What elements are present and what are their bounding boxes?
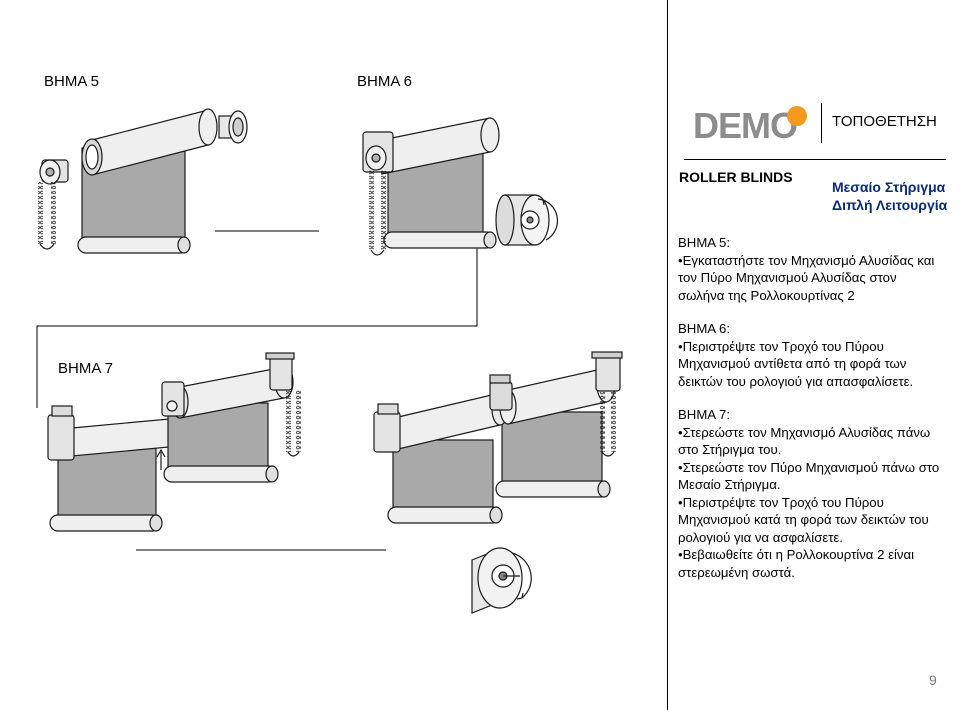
step6-label: ΒΗΜΑ 6: [357, 73, 413, 90]
step5-label: ΒΗΜΑ 5: [44, 73, 100, 90]
subtitle-line1: Μεσαίο Στήριγμα: [832, 179, 946, 195]
step7-instructions: ΒΗΜΑ 7: •Στερεώστε τον Μηχανισμό Αλυσίδα…: [678, 406, 953, 581]
step5-heading: ΒΗΜΑ 5:: [678, 235, 731, 250]
step7-left-illustration: [47, 352, 301, 532]
step7-right-illustration: [373, 351, 623, 524]
step7-heading: ΒΗΜΑ 7:: [678, 407, 731, 422]
step7-line: στο Στήριγμα του.: [678, 442, 782, 457]
frame-lines: [36, 227, 478, 551]
page-title: ΤΟΠΟΘΕΤΗΣΗ: [832, 113, 937, 130]
product-name: ROLLER BLINDS: [679, 169, 793, 185]
step7-line: •Περιστρέψτε τον Τροχό του Πύρου: [678, 494, 884, 510]
page-number: 9: [929, 672, 937, 688]
subtitle-line2: Διπλή Λειτουργία: [832, 197, 948, 213]
step7-line: στερεωμένη σωστά.: [678, 564, 795, 580]
step7-line: •Στερεώστε τον Μηχανισμό Αλυσίδας πάνω: [678, 424, 931, 440]
step5-instructions: ΒΗΜΑ 5: •Εγκαταστήστε τον Μηχανισμό Αλυσ…: [678, 234, 953, 304]
step6-detail-wheel: [495, 194, 559, 246]
step6-line: δεικτών του ρολογιού για απασφαλίσετε.: [678, 373, 914, 389]
step7-line: •Στερεώστε τον Πύρο Μηχανισμού πάνω στο: [678, 459, 940, 475]
installation-illustrations: [36, 108, 623, 614]
step7-label: ΒΗΜΑ 7: [58, 360, 114, 377]
step6-blind-illustration: [362, 117, 500, 256]
step5-line: τον Πύρο Μηχανισμού Αλυσίδας στον: [678, 270, 897, 285]
header-horizontal-rule: [684, 159, 946, 160]
step5-blind-illustration: [38, 108, 248, 254]
svg-text:DEMO: DEMO: [693, 105, 797, 144]
step6-instructions: ΒΗΜΑ 6: •Περιστρέψτε τον Τροχό του Πύρου…: [678, 320, 953, 390]
step6-heading: ΒΗΜΑ 6:: [678, 321, 731, 336]
subtitle: Μεσαίο Στήριγμα Διπλή Λειτουργία: [832, 178, 947, 214]
step5-line: •Εγκαταστήστε τον Μηχανισμό Αλυσίδας και: [678, 252, 935, 268]
step7-line: •Βεβαιωθείτε ότι η Ρολλοκουρτίνα 2 είναι: [678, 547, 915, 562]
column-divider: [667, 0, 668, 710]
step7-detail-wheel: [471, 547, 532, 614]
step7-line: Μεσαίο Στήριγμα.: [678, 477, 781, 492]
step6-line: •Περιστρέψτε τον Τροχό του Πύρου: [678, 338, 884, 354]
step5-line: σωλήνα της Ρολλοκουρτίνας 2: [678, 287, 855, 303]
header-vertical-rule: [821, 103, 822, 143]
step7-line: ρολογιού για να ασφαλίσετε.: [678, 529, 843, 545]
step7-line: Μηχανισμού κατά τη φορά των δεικτών του: [678, 512, 929, 527]
demo-logo: DEMO: [693, 105, 807, 144]
step6-line: Μηχανισμού αντίθετα από τη φορά των: [678, 356, 907, 371]
